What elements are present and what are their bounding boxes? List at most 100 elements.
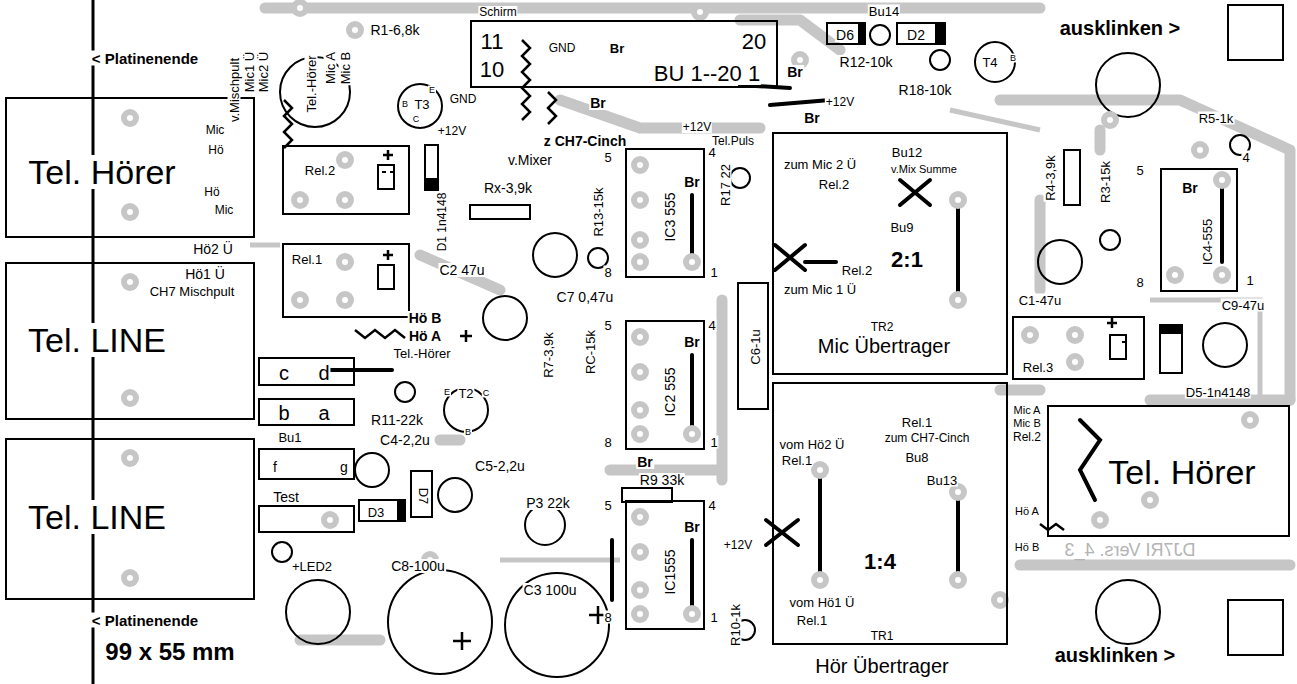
part-label: b <box>277 403 290 423</box>
solder-pad <box>949 291 967 309</box>
pcb-graphic <box>272 542 292 562</box>
pcb-graphic <box>1203 323 1247 367</box>
part-label: Br <box>683 520 701 534</box>
pcb-graphic <box>460 330 472 342</box>
solder-pad <box>683 253 701 271</box>
drill-hole <box>127 395 133 401</box>
drill-hole <box>637 369 643 375</box>
part-label: GND <box>548 42 577 54</box>
part-label: Mic Übertrager <box>817 336 951 356</box>
part-label: IC2 555 <box>663 366 677 417</box>
solder-pad <box>1213 266 1231 284</box>
part-label: Mic <box>205 124 226 136</box>
solder-pad <box>321 511 339 529</box>
solder-pad <box>683 605 701 623</box>
board-label: R11-22k <box>370 413 424 427</box>
pcb-graphic <box>690 540 694 614</box>
drill-hole <box>797 57 803 63</box>
board-label: 4 <box>707 146 716 159</box>
part-label: IC1555 <box>663 548 677 595</box>
drill-hole <box>955 297 961 303</box>
board-label: 4 <box>1241 151 1250 164</box>
pcb-graphic <box>548 92 556 124</box>
pcb-graphic <box>522 40 530 120</box>
part-label: Rel.3 <box>1022 361 1054 374</box>
drill-hole <box>127 575 133 581</box>
drill-hole <box>637 431 643 437</box>
part-label: zum Mic 2 Ü <box>783 158 857 171</box>
solder-pad <box>949 571 967 589</box>
part-label: Tel. LINE <box>27 500 167 534</box>
part-label: g <box>339 460 349 474</box>
pcb-part-outline: ba <box>258 398 355 426</box>
part-label: Test <box>272 490 300 504</box>
part-label: 10 <box>479 59 505 81</box>
solder-pad <box>291 0 309 17</box>
board-label: +12V <box>825 96 855 108</box>
board-label: Br <box>803 111 821 125</box>
solder-pad <box>691 3 709 21</box>
pcb-graphic <box>388 570 492 674</box>
board-label: CH7 Mischpult <box>149 285 236 298</box>
drill-hole <box>1072 332 1078 338</box>
pcb-graphic <box>440 435 460 446</box>
solder-pad <box>336 253 354 271</box>
board-label: T3 <box>413 98 430 111</box>
solder-pad <box>949 191 967 209</box>
part-label: Br <box>609 42 625 55</box>
pcb-part-outline: fg <box>258 448 355 480</box>
pcb-graphic <box>286 580 350 644</box>
part-label: D3 <box>367 506 386 519</box>
drill-hole <box>327 517 333 523</box>
board-label: C2 47u <box>438 263 485 277</box>
drill-hole <box>1147 497 1153 503</box>
solder-pad <box>336 291 354 309</box>
part-label: Hö <box>207 144 224 156</box>
pcb-part-outline: IC3 555Br <box>625 148 705 278</box>
pcb-graphic <box>1220 180 1224 262</box>
pcb-graphic <box>500 558 620 563</box>
board-label: Mic2 Ü <box>257 51 270 93</box>
board-label: 5 <box>603 319 612 332</box>
pcb-graphic <box>438 478 472 512</box>
drill-hole <box>637 549 643 555</box>
solder-pad <box>1241 411 1259 429</box>
pcb-graphic <box>525 505 565 545</box>
part-label: vom Hö1 Ü <box>788 596 855 609</box>
drill-hole <box>352 27 358 33</box>
part-label: D7 <box>417 487 430 506</box>
pcb-graphic <box>766 520 798 545</box>
board-label: C5-2,2u <box>474 459 526 473</box>
pcb-part-outline: D6 <box>826 22 866 45</box>
board-label: R10-1k <box>729 603 742 647</box>
pcb-part-outline: D3 <box>358 499 406 522</box>
part-label: IC3 555 <box>663 191 677 242</box>
board-label: z CH7-Cinch <box>543 134 627 148</box>
board-label: v.Mixer <box>507 153 553 167</box>
pcb-graphic <box>1107 318 1117 328</box>
drill-hole <box>342 297 348 303</box>
pcb-graphic <box>717 300 728 480</box>
part-label: C6-1u <box>749 328 762 365</box>
board-label: 1 <box>709 436 718 449</box>
solder-pad <box>631 605 649 623</box>
drill-hole <box>955 197 961 203</box>
pcb-graphic <box>690 355 694 434</box>
part-label: d <box>317 363 330 383</box>
solder-pad <box>1091 511 1109 529</box>
pcb-graphic <box>284 100 292 148</box>
pcb-graphic <box>956 200 960 300</box>
pcb-graphic <box>378 265 394 289</box>
pcb-graphic <box>775 245 836 270</box>
drill-hole <box>637 587 643 593</box>
board-label: T2 <box>457 387 474 400</box>
solder-pad <box>336 151 354 169</box>
board-label: C4-2,2u <box>379 433 431 447</box>
board-label: < Platinenende <box>91 51 199 66</box>
solder-pad <box>1066 326 1084 344</box>
pcb-part-outline: Tel. HörerMicHöHöMic <box>5 97 255 238</box>
pcb-part-outline: Tel. LINE <box>5 438 255 600</box>
drill-hole <box>1219 177 1225 183</box>
solder-pad <box>631 581 649 599</box>
